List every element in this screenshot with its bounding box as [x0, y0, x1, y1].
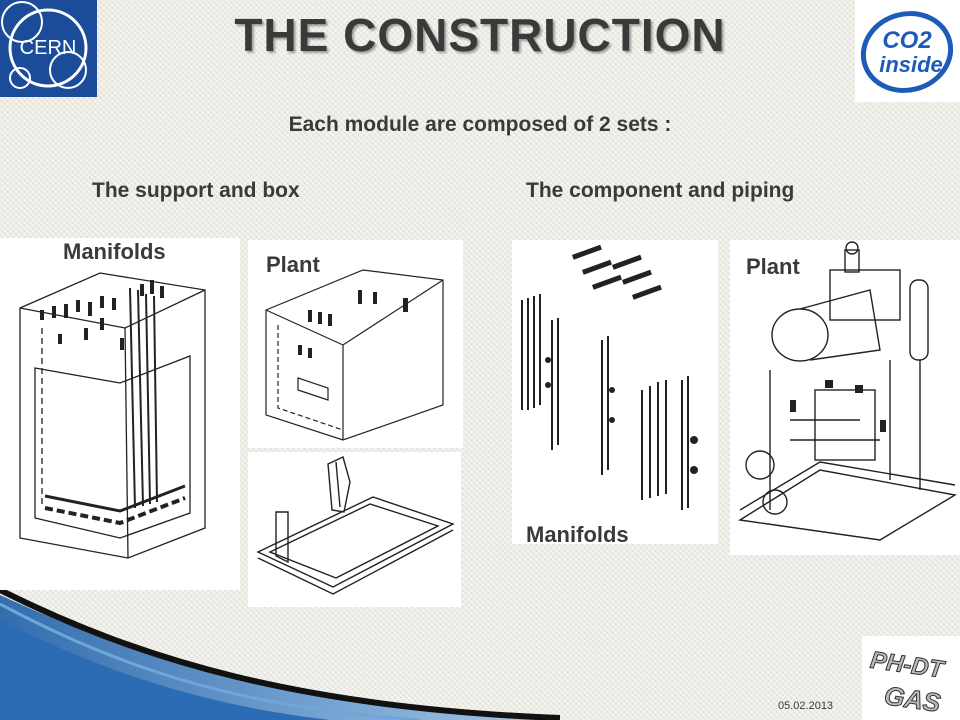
slide-subtitle: Each module are composed of 2 sets :	[288, 113, 672, 136]
manifolds-box-drawing	[0, 238, 240, 590]
box-manifolds-label: Manifolds	[63, 239, 166, 264]
box-plant-label: Plant	[266, 252, 320, 277]
cern-logo: CERN	[0, 0, 97, 97]
cern-logo-text: CERN	[20, 37, 77, 59]
piping-plant-drawing	[730, 240, 960, 555]
plant-box-drawing	[248, 240, 463, 448]
decorative-blue-stripes	[0, 590, 560, 720]
plant-frame-drawing	[248, 452, 461, 607]
slide-date: 05.02.2013	[778, 700, 834, 712]
co2-logo-text: CO2	[882, 27, 932, 54]
piping-manifolds-label: Manifolds	[526, 522, 629, 547]
support-and-box-heading: The support and box	[92, 179, 300, 202]
component-and-piping-heading: The component and piping	[526, 179, 795, 202]
co2-inside-logo: CO2 inside	[855, 0, 960, 102]
piping-plant-label: Plant	[746, 254, 800, 279]
ph-dt-gas-logo: PH-DT GAS	[862, 636, 960, 720]
slide-title: THE CONSTRUCTION	[234, 9, 726, 61]
piping-manifolds-drawing	[512, 240, 718, 544]
inside-logo-text: inside	[879, 52, 943, 77]
